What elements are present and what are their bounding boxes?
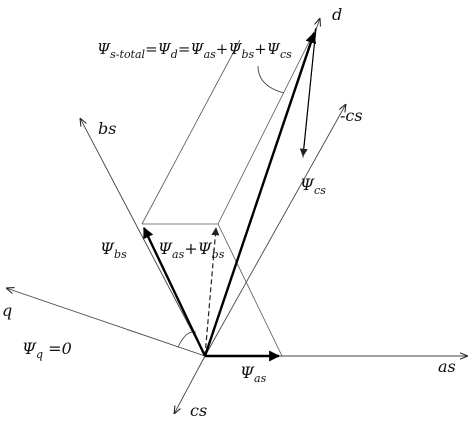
vector-psi-cs: [299, 27, 317, 157]
axis-bs: [80, 118, 206, 357]
reference-axes: [6, 18, 468, 414]
label-psi-cs: Ψcs: [300, 175, 326, 197]
helper-sum-to-d: [217, 27, 317, 225]
phase-flux-vectors: [142, 27, 317, 362]
helper-bs-to-d: [141, 39, 241, 225]
axis-neg-cs: [204, 104, 346, 357]
vector-psi-d-total: [203, 31, 317, 357]
label-axis-bs: bs: [98, 119, 116, 138]
label-psi-q: Ψq =0: [22, 339, 72, 361]
label-axis-as: as: [438, 357, 456, 376]
helper-right: [217, 223, 283, 357]
equation-total-flux: Ψs-total=Ψd=Ψas+Ψbs+Ψcs: [97, 40, 292, 61]
vector-psi-bs: [142, 227, 207, 357]
label-axis-d: d: [332, 5, 342, 24]
label-axis-neg-cs: -cs: [340, 106, 363, 125]
label-axis-q: q: [2, 301, 12, 320]
equation-pointer: [257, 65, 285, 94]
label-axis-cs: cs: [190, 401, 207, 420]
label-psi-bs: Ψbs: [100, 239, 127, 261]
label-psi-as: Ψas: [240, 363, 267, 385]
axis-cs: [174, 355, 206, 414]
label-psi-as-plus-bs: Ψas+Ψbs: [158, 239, 225, 261]
construction-lines: [141, 27, 317, 357]
vector-psi-as-plus-bs: [204, 227, 220, 357]
axis-q: [6, 288, 206, 357]
